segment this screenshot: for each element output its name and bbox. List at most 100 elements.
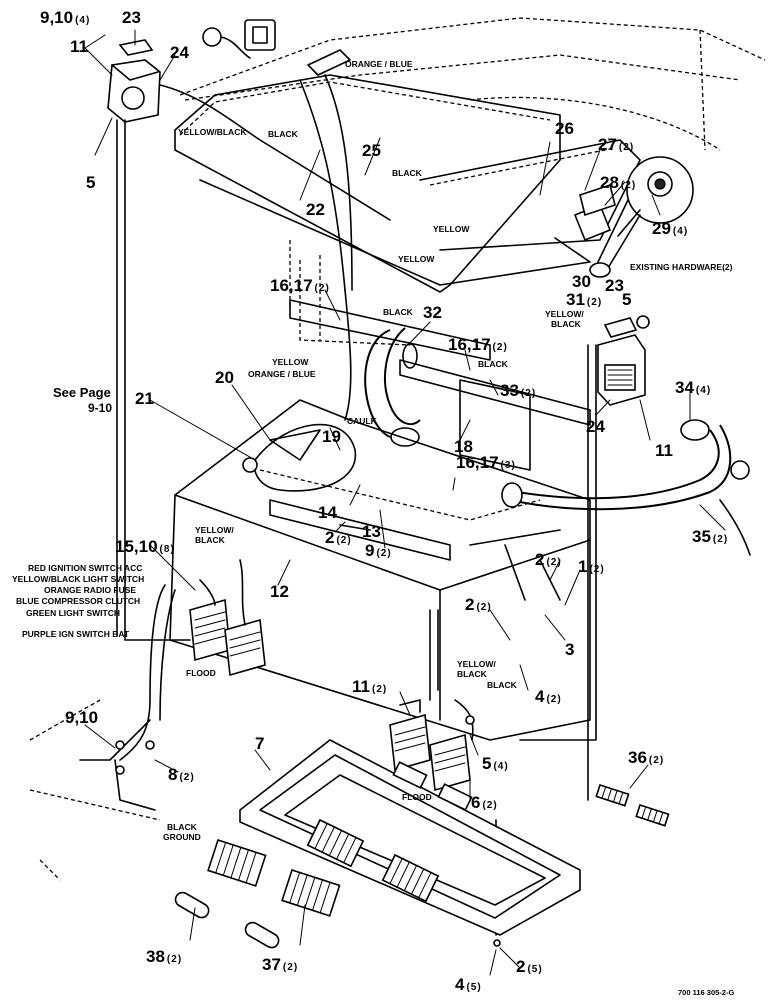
- svg-text:CAULK: CAULK: [347, 416, 378, 426]
- callout-20: 20: [215, 368, 234, 387]
- callout-4-5: 4(5): [455, 975, 482, 994]
- callout-32: 32: [423, 303, 442, 322]
- callout-22: 22: [306, 200, 325, 219]
- callout-11-lower: 11(2): [352, 677, 387, 696]
- callout-16-17-c: 16,17(3): [456, 453, 516, 472]
- callout-25: 25: [362, 141, 381, 160]
- svg-text:YELLOW: YELLOW: [398, 254, 435, 264]
- svg-text:BLACK: BLACK: [487, 680, 518, 690]
- callout-2-a: 2(2): [325, 528, 352, 547]
- svg-text:BLACK: BLACK: [457, 669, 488, 679]
- callout-28: 28(2): [600, 173, 636, 192]
- wire-color-labels: ORANGE / BLUE YELLOW/BLACK BLACK BLACK Y…: [163, 59, 733, 842]
- cab-roof: [179, 17, 766, 151]
- svg-text:FLOOD: FLOOD: [186, 668, 216, 678]
- svg-text:9-10: 9-10: [88, 401, 112, 415]
- left-flood-lights: [189, 559, 266, 677]
- callout-6: 6(2): [471, 793, 498, 812]
- callout-5-right: 5: [622, 290, 631, 309]
- svg-text:BLUE COMPRESSOR CLUTCH: BLUE COMPRESSOR CLUTCH: [16, 596, 140, 606]
- callout-5-4: 5(4): [482, 754, 509, 773]
- figure-number: 700 116 305-2-G: [678, 988, 734, 997]
- svg-text:FLOOD: FLOOD: [402, 792, 432, 802]
- callout-12: 12: [270, 582, 289, 601]
- callout-9-10-lower: 9,10: [65, 708, 98, 727]
- right-cab-light: [597, 315, 650, 406]
- see-page-reference: See Page 9-10: [53, 385, 112, 415]
- svg-text:BLACK: BLACK: [383, 307, 414, 317]
- svg-text:YELLOW/BLACK LIGHT SWITCH: YELLOW/BLACK LIGHT SWITCH: [12, 574, 144, 584]
- svg-text:GROUND: GROUND: [163, 832, 201, 842]
- svg-text:BLACK: BLACK: [392, 168, 423, 178]
- svg-text:ORANGE / BLUE: ORANGE / BLUE: [345, 59, 413, 69]
- callout-16-17-b: 16,17(2): [448, 335, 508, 354]
- mounting-rails: [289, 240, 591, 471]
- svg-text:BLACK: BLACK: [551, 319, 582, 329]
- callout-24: 24: [170, 43, 189, 62]
- callout-19: 19: [322, 427, 341, 446]
- callout-37: 37(2): [262, 955, 298, 974]
- callout-30: 30: [572, 272, 591, 291]
- svg-text:ORANGE RADIO FUSE: ORANGE RADIO FUSE: [44, 585, 136, 595]
- leader-lines: [84, 29, 726, 976]
- callout-4-a: 4(2): [535, 687, 562, 706]
- roof-mount-brackets: [107, 19, 351, 123]
- svg-text:YELLOW: YELLOW: [272, 357, 309, 367]
- vent-grommet-group: [573, 156, 694, 278]
- callout-27: 27(2): [598, 135, 634, 154]
- switch-wiring-bundle: [29, 584, 176, 881]
- svg-text:ORANGE / BLUE: ORANGE / BLUE: [248, 369, 316, 379]
- svg-text:YELLOW: YELLOW: [433, 224, 470, 234]
- callout-1: 1(2): [578, 557, 605, 576]
- callout-7: 7: [255, 734, 264, 753]
- callout-29: 29(4): [652, 219, 688, 238]
- svg-text:BLACK: BLACK: [167, 822, 198, 832]
- lower-flood-lights: [389, 699, 475, 792]
- callout-15-10: 15,10(8): [115, 537, 175, 556]
- callout-36: 36(2): [628, 748, 664, 767]
- callout-2-c: 2(2): [465, 595, 492, 614]
- callout-35: 35(2): [692, 527, 728, 546]
- callout-26: 26: [555, 119, 574, 138]
- svg-text:BLACK: BLACK: [195, 535, 226, 545]
- svg-text:See Page: See Page: [53, 385, 111, 400]
- headliner-panel: [174, 74, 641, 293]
- callout-9-2: 9(2): [365, 541, 392, 560]
- svg-text:EXISTING HARDWARE(2): EXISTING HARDWARE(2): [630, 262, 733, 272]
- callout-23-right: 23: [605, 276, 624, 295]
- callout-16-17-a: 16,17(2): [270, 276, 330, 295]
- callout-23: 23: [122, 8, 141, 27]
- air-ducts: [364, 327, 751, 556]
- svg-text:GREEN LIGHT SWITCH: GREEN LIGHT SWITCH: [26, 608, 120, 618]
- svg-text:YELLOW/: YELLOW/: [195, 525, 234, 535]
- svg-text:BLACK: BLACK: [268, 129, 299, 139]
- callout-31: 31(2): [566, 290, 602, 309]
- callout-2-b: 2(2): [535, 550, 562, 569]
- callout-13: 13: [362, 522, 381, 541]
- svg-text:BLACK: BLACK: [478, 359, 509, 369]
- callout-3: 3: [565, 640, 574, 659]
- callout-34: 34(4): [675, 378, 711, 397]
- callout-11: 11: [70, 37, 88, 56]
- callout-9-10: 9,10(4): [40, 8, 90, 27]
- switch-wiring-legend: RED IGNITION SWITCH ACC YELLOW/BLACK LIG…: [12, 563, 144, 639]
- callout-33: 33(2): [500, 381, 536, 400]
- callout-38: 38(2): [146, 947, 182, 966]
- svg-text:PURPLE IGN SWITCH BAT: PURPLE IGN SWITCH BAT: [22, 629, 130, 639]
- svg-text:YELLOW/: YELLOW/: [545, 309, 584, 319]
- wire-harness: [116, 74, 597, 936]
- callout-8: 8(2): [168, 765, 195, 784]
- callout-21: 21: [135, 389, 154, 408]
- svg-text:RED IGNITION SWITCH ACC: RED IGNITION SWITCH ACC: [28, 563, 142, 573]
- callout-18: 18: [454, 437, 473, 456]
- console-housing: [169, 399, 591, 741]
- callout-14: 14: [318, 503, 337, 522]
- svg-text:YELLOW/BLACK: YELLOW/BLACK: [178, 127, 247, 137]
- overhead-trim-panel: [239, 739, 581, 936]
- loose-parts: [174, 783, 670, 949]
- callout-labels: 9,10(4) 23 11 24 5 25 26 27(2) 28(2) 29(…: [40, 8, 728, 994]
- svg-text:YELLOW/: YELLOW/: [457, 659, 496, 669]
- callout-5: 5: [86, 173, 95, 192]
